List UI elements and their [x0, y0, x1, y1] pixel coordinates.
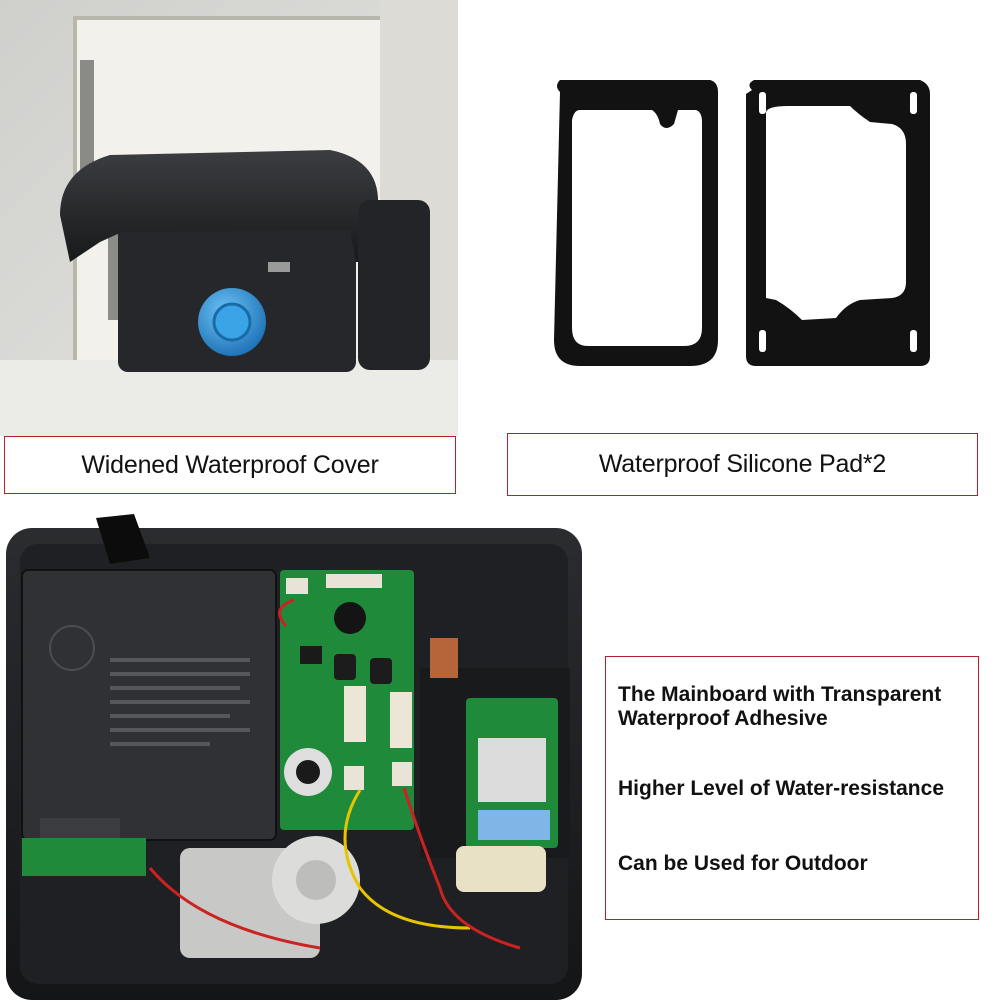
photo-silicone-pads — [520, 0, 1000, 430]
photo-lock-cover — [0, 0, 458, 436]
feature-mainboard-line-1: The Mainboard with Transparent — [618, 683, 942, 706]
photo-mainboard — [0, 508, 590, 1000]
caption-waterproof-cover-text: Widened Waterproof Cover — [81, 450, 379, 479]
feature-outdoor-use: Can be Used for Outdoor — [618, 852, 868, 875]
caption-silicone-pad-text: Waterproof Silicone Pad*2 — [598, 450, 887, 478]
feature-mainboard-adhesive: The Mainboard with Transparent Waterproo… — [618, 683, 972, 731]
feature-list-box: The Mainboard with Transparent Waterproo… — [605, 656, 979, 920]
caption-silicone-pad: Waterproof Silicone Pad*2 — [507, 433, 978, 496]
caption-waterproof-cover: Widened Waterproof Cover — [4, 436, 456, 494]
feature-mainboard-line-2: Waterproof Adhesive — [618, 707, 828, 730]
feature-water-resistance: Higher Level of Water-resistance — [618, 777, 944, 800]
